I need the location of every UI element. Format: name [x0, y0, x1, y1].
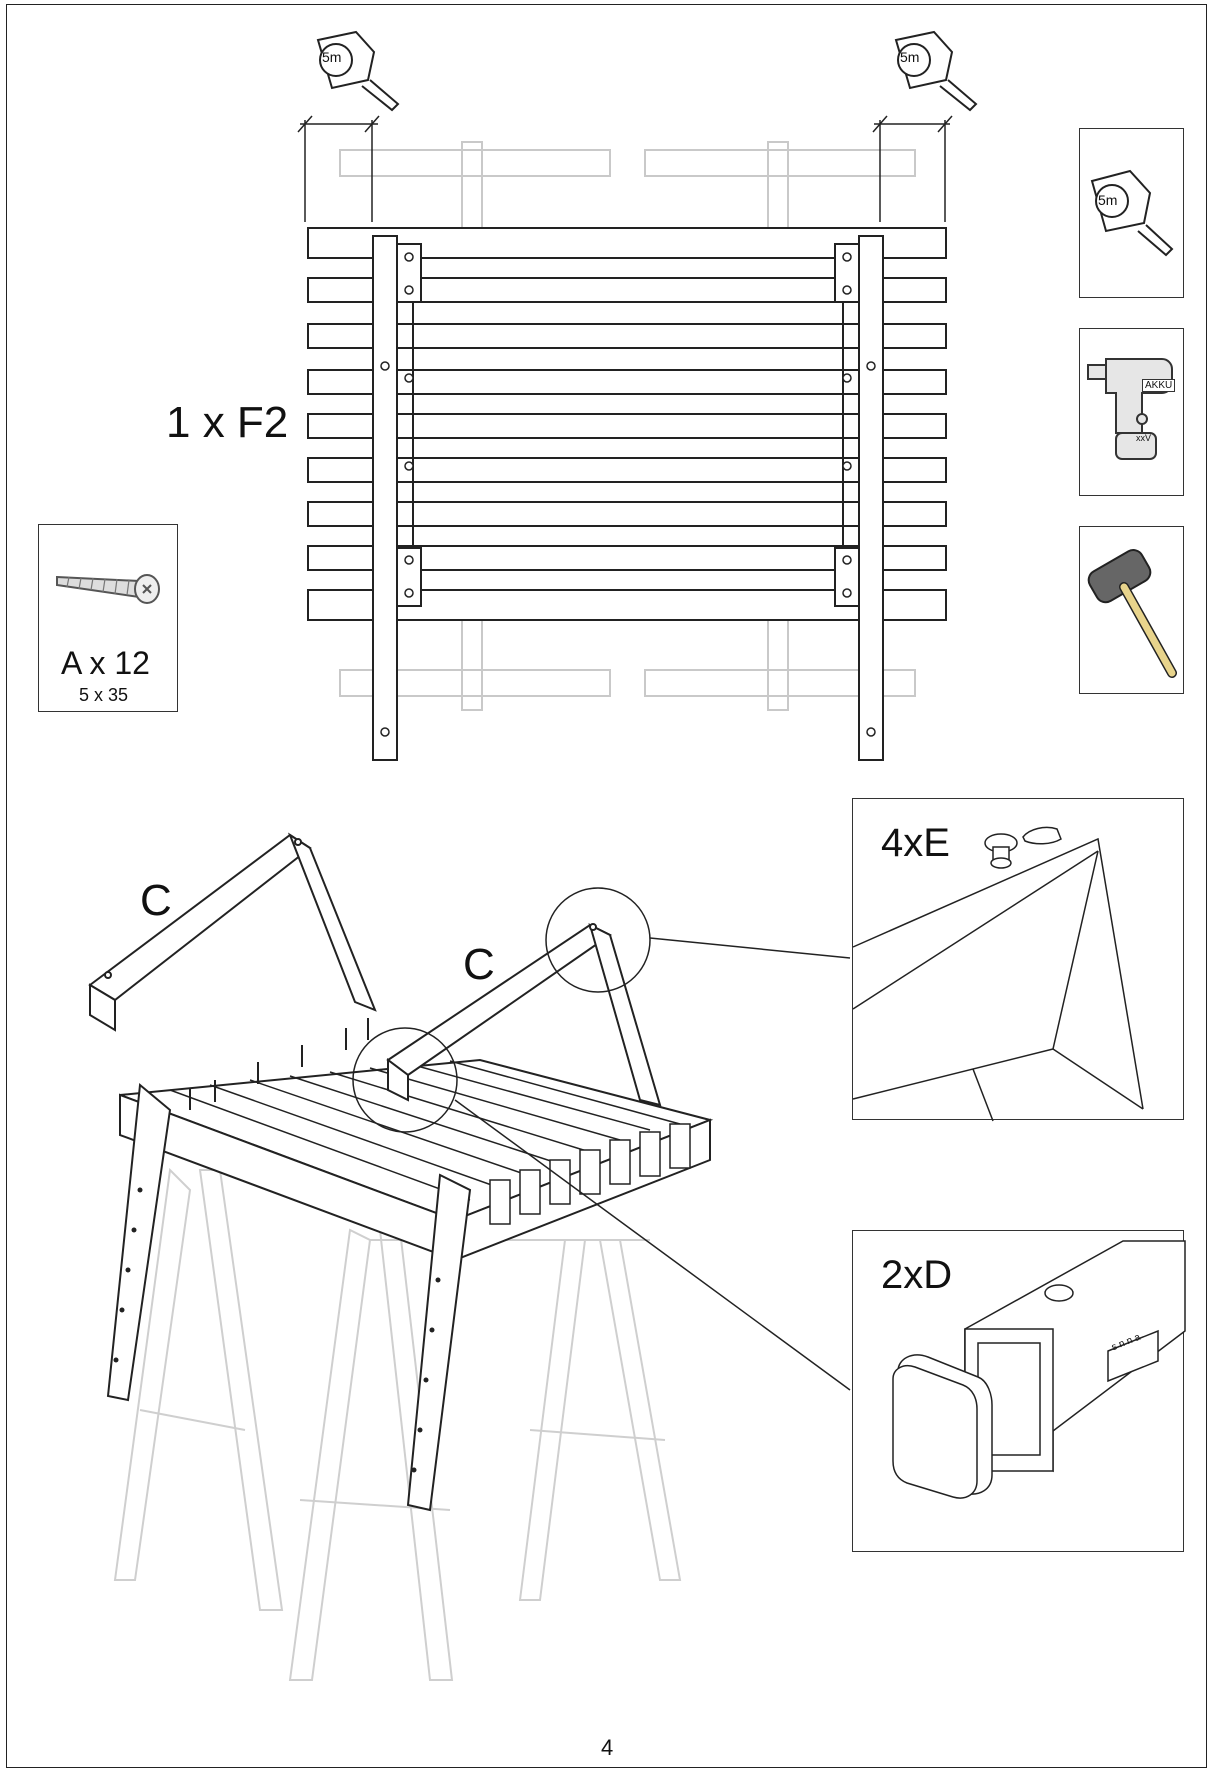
- drill-voltage: xxV: [1136, 433, 1152, 443]
- mallet-icon: [1087, 549, 1177, 678]
- screw-icon: [56, 574, 160, 604]
- label-c-right: C: [463, 940, 495, 989]
- tape-measure-text-left: 5m: [322, 49, 342, 65]
- tool-hammer-box: [1079, 526, 1184, 694]
- page-number: 4: [601, 1735, 614, 1760]
- part-a-size: 5 x 35: [79, 685, 129, 705]
- panel-label: 1 x F2: [166, 398, 289, 447]
- drill-brand: AKKU: [1142, 379, 1176, 392]
- tape-measure-text-right: 5m: [900, 49, 920, 65]
- detail-e-label: 4xE: [881, 821, 950, 865]
- tool-tape-box: 5m: [1079, 128, 1184, 298]
- tool-drill-box: AKKU xxV: [1079, 328, 1184, 496]
- tape-measure-icon: [1090, 169, 1174, 257]
- detail-d-box: 2xD s n n a: [852, 1230, 1186, 1552]
- label-c-left: C: [140, 876, 172, 925]
- part-a-label: A x 12: [61, 645, 150, 681]
- tape-measure-icon: [316, 30, 978, 112]
- tool-tape-text: 5m: [1098, 192, 1118, 208]
- page-frame: [6, 4, 1207, 1768]
- end-cap-detail-drawing: [852, 826, 1144, 1122]
- part-a-box: A x 12 5 x 35: [38, 524, 178, 712]
- detail-d-label: 2xD: [881, 1253, 953, 1297]
- detail-e-box: 4xE: [852, 798, 1184, 1122]
- end-plug-detail-drawing: [892, 1240, 1186, 1499]
